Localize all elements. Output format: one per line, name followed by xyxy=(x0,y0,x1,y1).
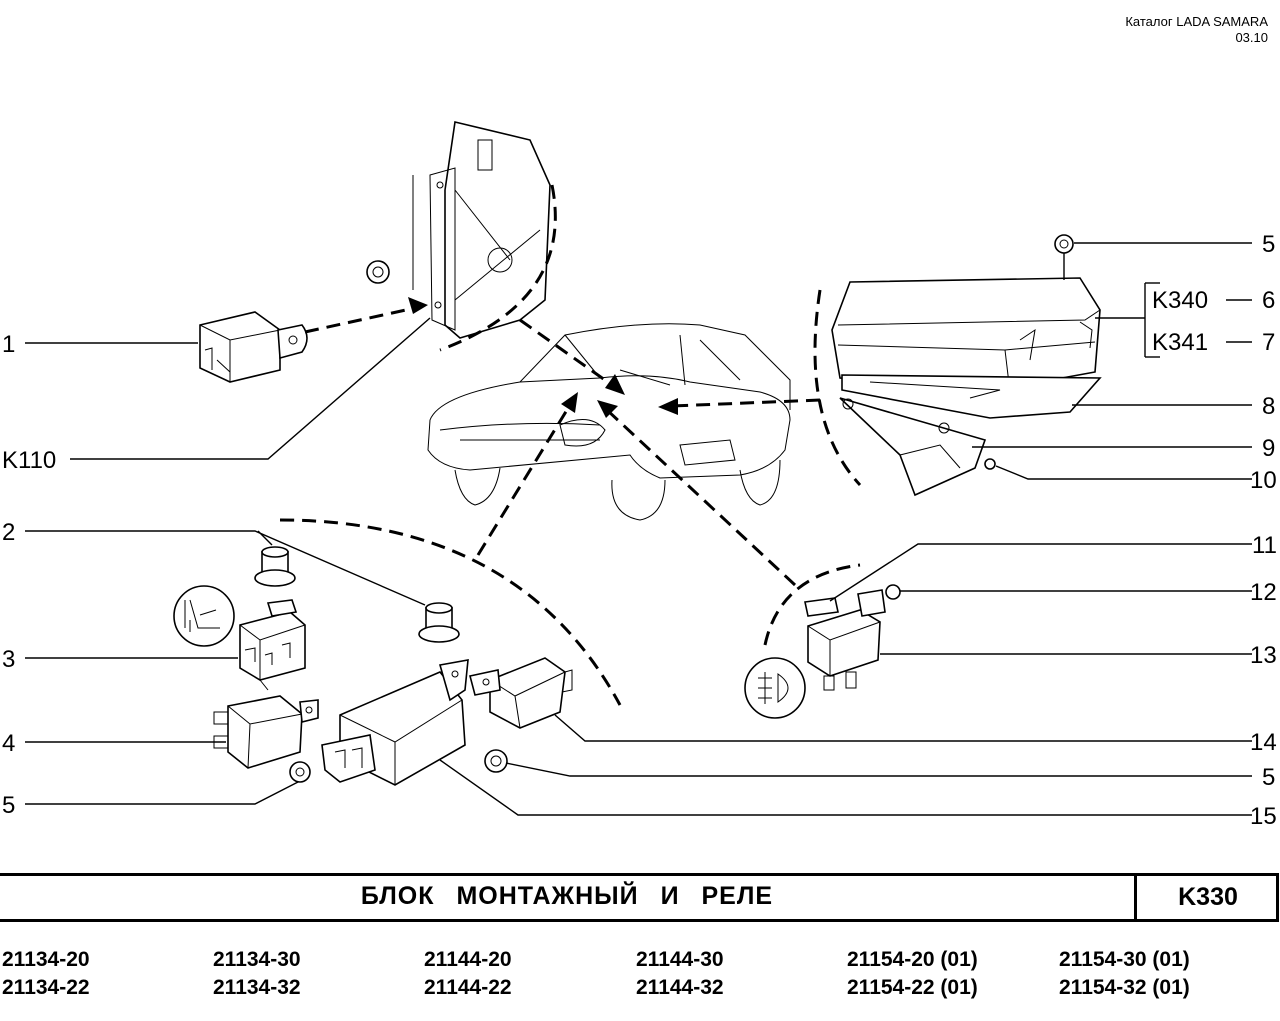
mounting-bracket xyxy=(412,121,551,339)
leader-lines xyxy=(25,242,1252,816)
callout-6: 6 xyxy=(1262,287,1275,314)
nut-icon xyxy=(366,260,390,284)
model-number: 21154-32 (01) xyxy=(1059,976,1190,999)
relay-13 xyxy=(807,589,886,691)
callout-k340: K340 xyxy=(1152,287,1208,314)
callout-k110: K110 xyxy=(2,447,56,474)
callout-14: 14 xyxy=(1250,729,1277,756)
model-number: 21154-22 (01) xyxy=(847,976,978,999)
callout-10: 10 xyxy=(1250,467,1277,494)
callout-9: 9 xyxy=(1262,435,1275,462)
model-number: 21144-32 xyxy=(636,976,724,999)
relay-4 xyxy=(213,695,319,769)
model-column: 21144-30 21144-32 xyxy=(636,946,724,1002)
callout-k341: K341 xyxy=(1152,329,1208,356)
nut-icon xyxy=(289,761,311,783)
dash-arc-bottom-left xyxy=(279,518,622,706)
fog-light-icon xyxy=(744,657,806,719)
callout-7: 7 xyxy=(1262,329,1275,356)
model-number: 21134-32 xyxy=(213,976,301,999)
callout-5-top: 5 xyxy=(1262,231,1275,258)
mounting-block xyxy=(831,277,1102,497)
screw-icon xyxy=(984,458,996,470)
model-number: 21134-22 xyxy=(2,976,90,999)
screw-icon xyxy=(804,584,901,617)
callout-13: 13 xyxy=(1250,642,1277,669)
dash-arc-bottom-right xyxy=(763,563,861,646)
model-column: 21134-20 21134-22 xyxy=(2,946,90,1002)
model-number: 21144-20 xyxy=(424,948,512,971)
bushing-center xyxy=(418,602,460,643)
callout-1: 1 xyxy=(2,331,15,358)
callout-12: 12 xyxy=(1250,579,1277,606)
bushing-top-left xyxy=(254,546,296,587)
direction-arrows xyxy=(304,297,821,587)
nut-icon xyxy=(1054,234,1074,254)
car-illustration xyxy=(427,323,791,521)
model-column: 21144-20 21144-22 xyxy=(424,946,512,1002)
model-column: 21154-30 (01) 21154-32 (01) xyxy=(1059,946,1190,1002)
page-title: БЛОК МОНТАЖНЫЙ И РЕЛЕ xyxy=(360,882,774,910)
model-column: 21154-20 (01) 21154-22 (01) xyxy=(847,946,978,1002)
relay-14 xyxy=(469,657,573,729)
model-number: 21134-30 xyxy=(213,948,301,971)
model-number: 21134-20 xyxy=(2,948,90,971)
callout-8: 8 xyxy=(1262,393,1275,420)
parts-diagram: 1 K110 2 3 4 5 5 K340 6 K341 7 8 9 10 11… xyxy=(2,121,1277,830)
catalog-date: 03.10 xyxy=(1235,30,1268,45)
catalog-name: Каталог LADA SAMARA xyxy=(1125,14,1268,29)
callout-5-left: 5 xyxy=(2,792,15,819)
dash-arc-top xyxy=(439,184,557,352)
model-number: 21154-20 (01) xyxy=(847,948,978,971)
section-code: K330 xyxy=(1134,876,1279,919)
model-column: 21134-30 21134-32 xyxy=(213,946,301,1002)
model-number: 21154-30 (01) xyxy=(1059,948,1190,971)
relay-3 xyxy=(239,599,306,691)
catalog-header: Каталог LADA SAMARA 03.10 xyxy=(1125,14,1268,46)
seat-heater-icon xyxy=(173,585,235,647)
title-bar: БЛОК МОНТАЖНЫЙ И РЕЛЕ K330 xyxy=(0,873,1279,922)
dash-arc-right xyxy=(813,289,862,487)
nut-icon xyxy=(484,749,508,773)
callout-2: 2 xyxy=(2,519,15,546)
callout-3: 3 xyxy=(2,646,15,673)
callout-labels: 1 K110 2 3 4 5 5 K340 6 K341 7 8 9 10 11… xyxy=(2,231,1277,830)
model-number: 21144-30 xyxy=(636,948,724,971)
callout-15: 15 xyxy=(1250,803,1277,830)
callout-4: 4 xyxy=(2,730,15,757)
callout-11: 11 xyxy=(1252,532,1277,559)
control-unit xyxy=(321,659,469,786)
callout-5-bottom: 5 xyxy=(1262,764,1275,791)
relay-1 xyxy=(199,311,308,383)
model-number: 21144-22 xyxy=(424,976,512,999)
